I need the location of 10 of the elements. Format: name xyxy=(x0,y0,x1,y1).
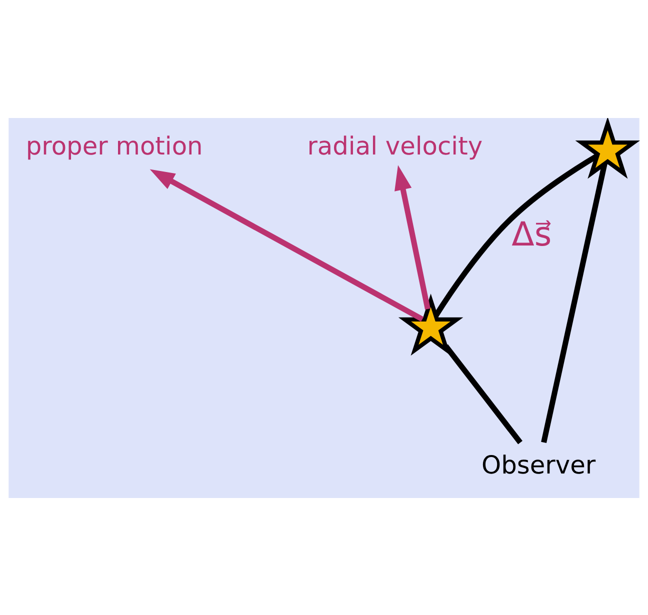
node-text: radial velocity xyxy=(307,130,483,160)
node-text: proper motion xyxy=(26,130,203,160)
node-star xyxy=(398,293,464,356)
edge-label: Δs⃗ xyxy=(512,214,552,253)
connector xyxy=(434,153,598,317)
connector xyxy=(541,162,608,443)
node-text: Observer xyxy=(482,450,596,480)
node-star xyxy=(575,118,640,178)
arrow xyxy=(150,168,424,322)
arrow xyxy=(394,164,430,310)
